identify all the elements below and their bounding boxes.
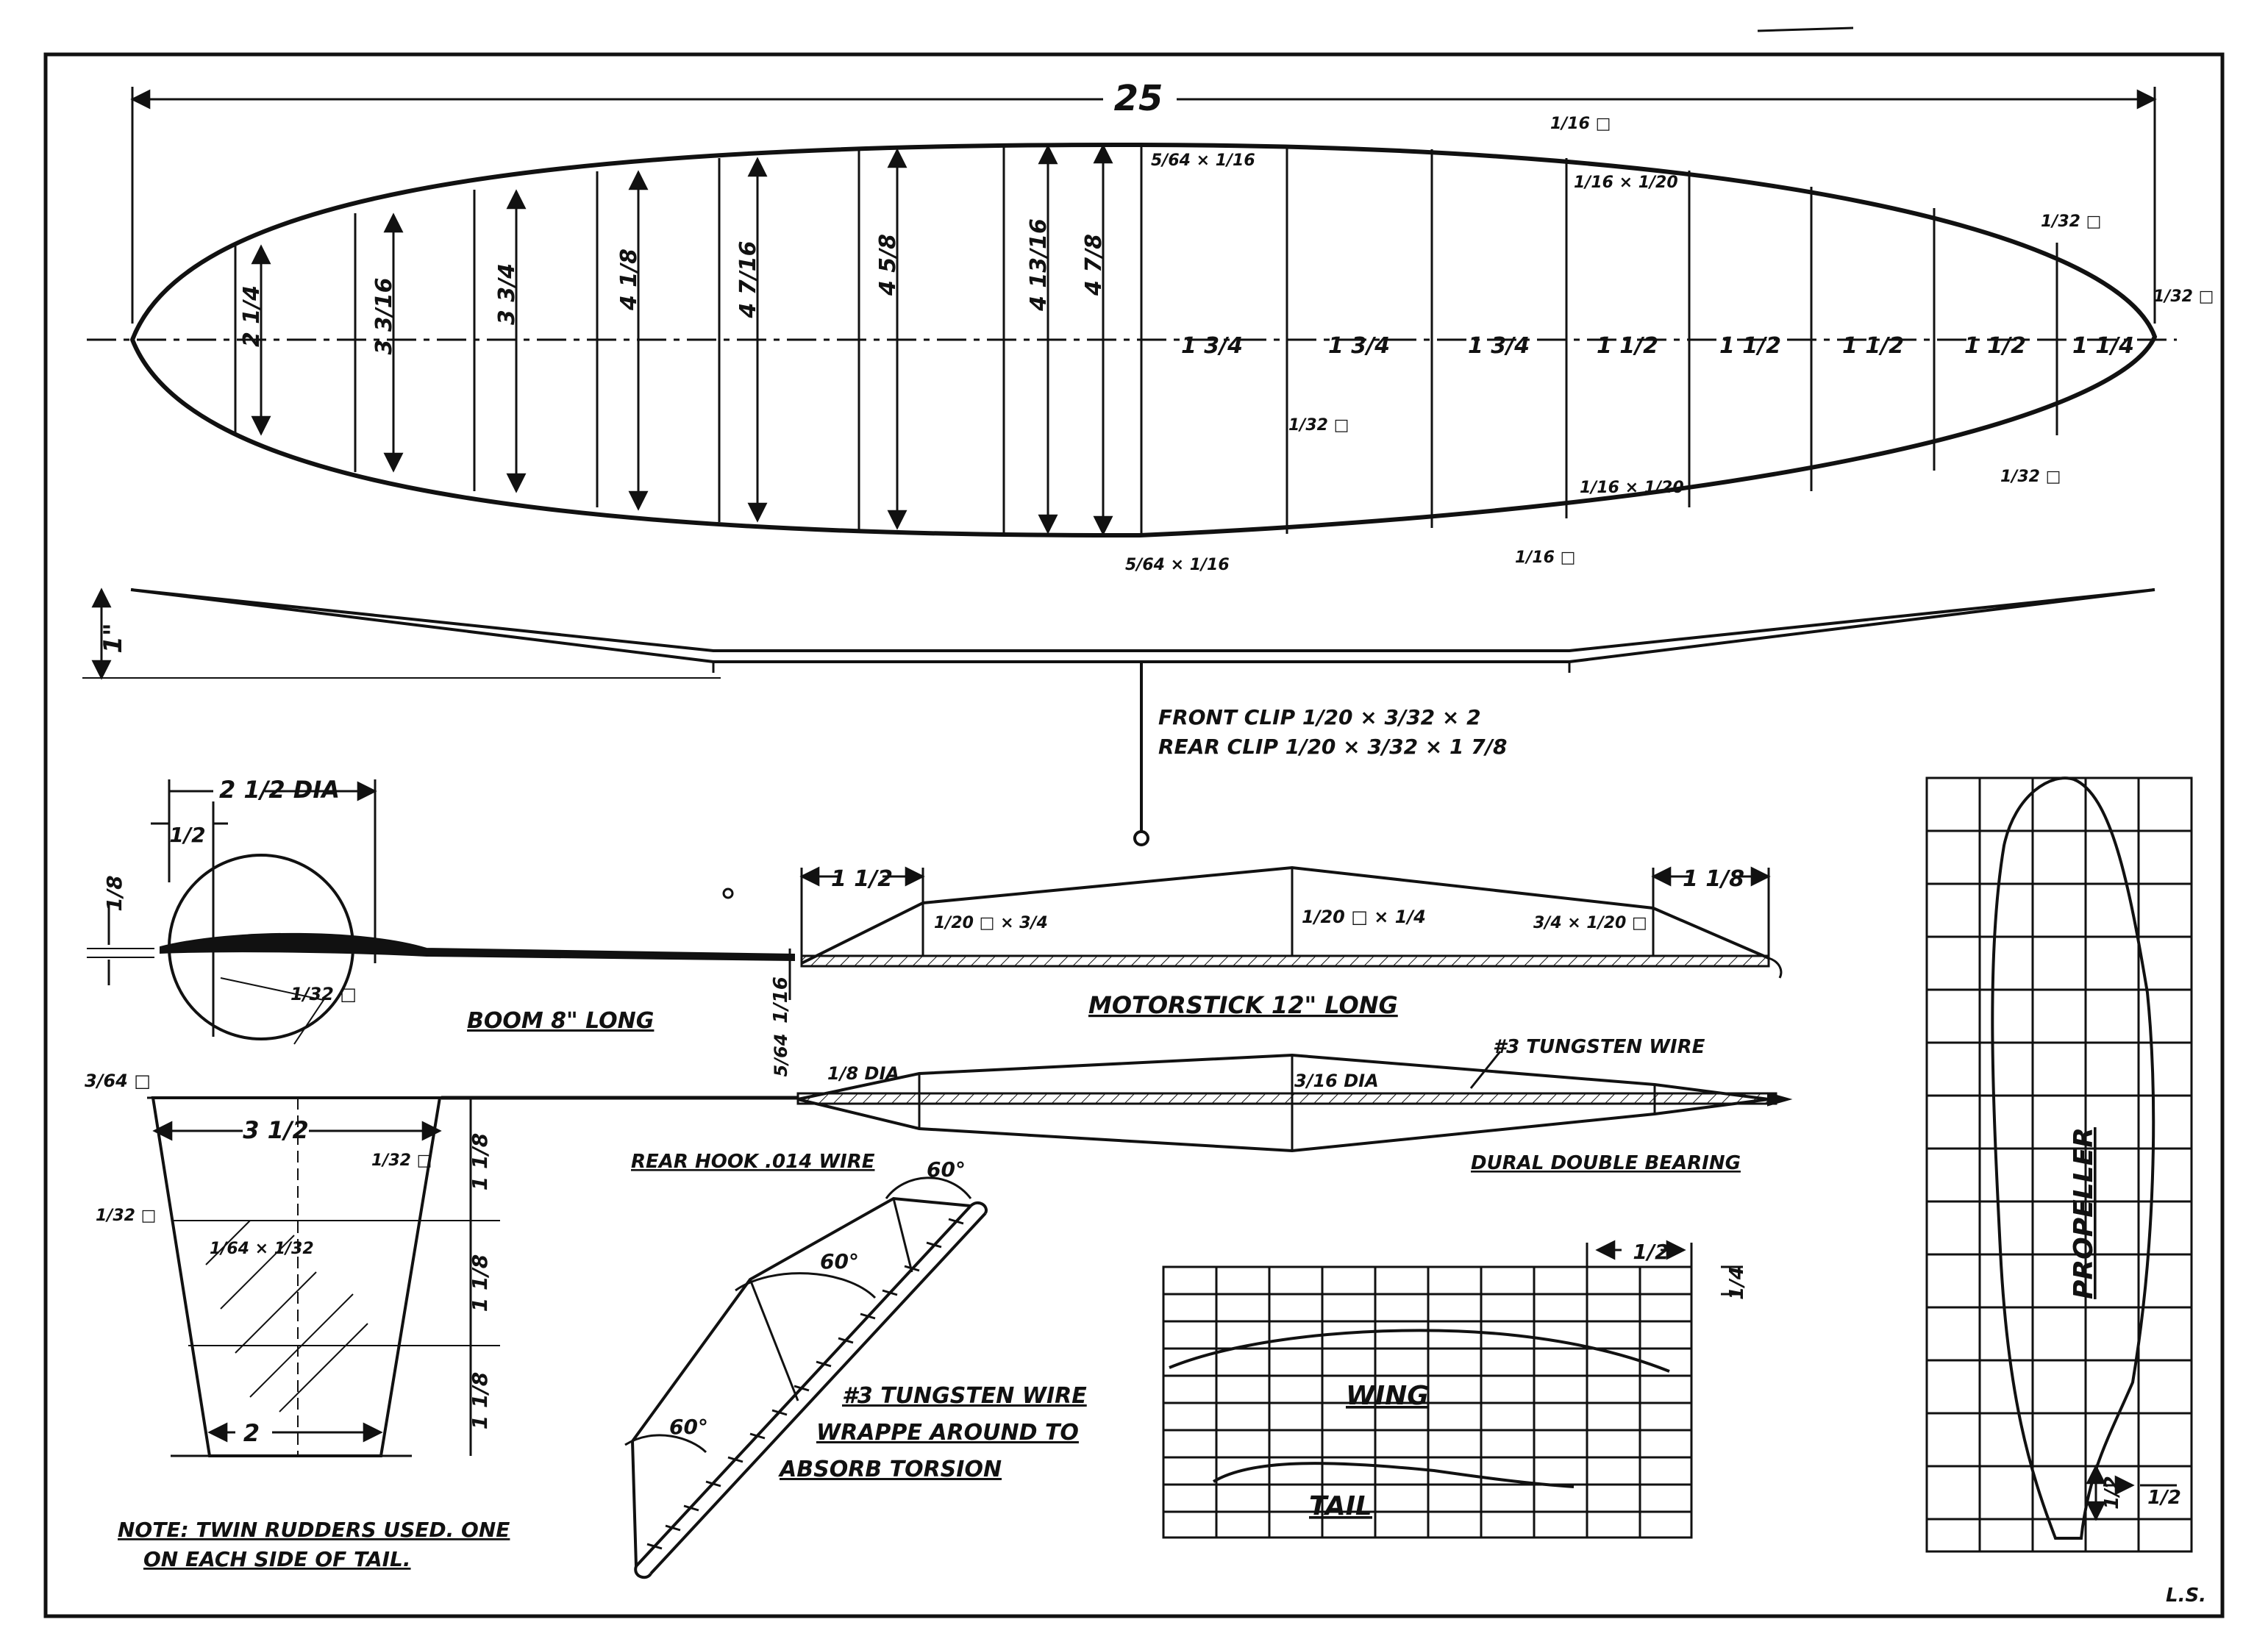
spacing-label: 1 3/4	[1181, 333, 1243, 359]
spar-note: 5/64 × 1/16	[1151, 151, 1255, 170]
tail-airfoil	[1212, 1462, 1575, 1488]
motorstick-diameter-label: 3/16 DIA	[1294, 1071, 1379, 1091]
rudder-edge-label: 1/32 □	[96, 1207, 156, 1225]
hook-wire-note: WRAPPE AROUND TO	[816, 1420, 1079, 1446]
motorstick-spar-note: 3/4 × 1/20 □	[1533, 914, 1647, 932]
rudder-note-line: ON EACH SIDE OF TAIL.	[143, 1547, 411, 1571]
spacing-label: 1 3/4	[1328, 333, 1390, 359]
spacing-label: 1 1/2	[1964, 333, 2026, 359]
spar-note: 1/32 □	[2041, 213, 2101, 231]
span-label: 25	[1114, 78, 1163, 119]
boom-spar-label: 1/32 □	[290, 984, 357, 1004]
rudder-rib-label: 1/64 × 1/32	[210, 1240, 314, 1258]
rudder-spar-label: 3/64 □	[85, 1071, 151, 1091]
angle-label: 60°	[820, 1249, 859, 1274]
stray-mark	[1757, 26, 1854, 32]
wing-airfoil	[1169, 1329, 1670, 1373]
grid-y-label: 1/4	[1726, 1266, 1748, 1300]
wing-plan-view: 25	[87, 78, 2214, 574]
signature: L.S.	[2166, 1585, 2206, 1607]
rear-hook-detail	[624, 1176, 988, 1579]
spar-note: 1/16 □	[1515, 549, 1575, 567]
spar-note: 5/64 × 1/16	[1125, 556, 1230, 574]
motorstick-side	[722, 865, 1783, 1000]
spar-note: 1/32 □	[1288, 416, 1349, 435]
propeller-blade	[1991, 776, 2155, 1540]
hook-wire-note: ABSORB TORSION	[778, 1457, 1002, 1482]
spar-note: 1/32 □	[2153, 288, 2214, 306]
tungsten-wire-label: #3 TUNGSTEN WIRE	[1493, 1036, 1705, 1058]
motorstick-depth-label: 5/64	[771, 1034, 791, 1077]
dihedral-view	[82, 588, 2155, 846]
rib-spacing-labels: 1 3/4 1 3/4 1 3/4 1 1/2 1 1/2 1 1/2 1 1/…	[1181, 333, 2134, 359]
rudder-detail	[147, 1096, 500, 1457]
motorstick-top	[441, 1051, 1793, 1153]
spar-note: 1/16 □	[1550, 115, 1611, 133]
rudder-note-line: NOTE: TWIN RUDDERS USED. ONE	[118, 1518, 510, 1542]
angle-label: 60°	[669, 1415, 708, 1439]
rudder-edge-label: 1/32 □	[371, 1151, 432, 1170]
rear-hook-label: REAR HOOK .014 WIRE	[631, 1151, 875, 1173]
grid-x-label: 1/2	[1633, 1240, 1669, 1264]
rudder-height-label: 1 1/8	[468, 1372, 492, 1429]
spacing-label: 1 1/4	[2072, 333, 2134, 359]
chord-label: 3 3/4	[494, 263, 520, 325]
spacing-label: 1 1/2	[1842, 333, 1904, 359]
dihedral-height-label: 1"	[99, 623, 128, 653]
hook-wire-note: #3 TUNGSTEN WIRE	[842, 1383, 1087, 1409]
chord-label: 4 1/8	[616, 249, 642, 311]
boom-length-label: BOOM 8" LONG	[467, 1008, 654, 1034]
rear-clip-label: REAR CLIP 1/20 × 3/32 × 1 7/8	[1158, 735, 1507, 759]
propeller-grid-label: 1/2	[2147, 1487, 2181, 1509]
chord-labels: 2 1/4 3 3/16 3 3/4 4 1/8 4 7/16 4 5/8 4 …	[239, 218, 1107, 354]
spar-note: 1/16 × 1/20	[1574, 174, 1678, 192]
motorstick-length-label: MOTORSTICK 12" LONG	[1088, 991, 1398, 1019]
motorstick-spar-note: 1/20 □ × 1/4	[1302, 907, 1426, 927]
boom-detail	[87, 779, 795, 1045]
spacing-label: 1 1/2	[1719, 333, 1781, 359]
propeller-label: PROPELLER	[2069, 1127, 2099, 1299]
motorstick-left-dim: 1 1/2	[831, 866, 893, 892]
chord-label: 4 13/16	[1026, 218, 1052, 312]
boom-diameter-label: 2 1/2 DIA	[219, 776, 340, 804]
boom-height-label: 1/8	[102, 875, 126, 911]
motorstick-right-dim: 1 1/8	[1683, 866, 1744, 892]
spacing-label: 1 1/2	[1597, 333, 1658, 359]
rudder-height-label: 1 1/8	[468, 1133, 492, 1190]
spar-notes: 1/16 □ 5/64 × 1/16 1/16 × 1/20 1/32 □ 1/…	[1125, 115, 2214, 574]
wing-outline	[129, 142, 2158, 538]
spar-note: 1/16 × 1/20	[1580, 479, 1684, 497]
chord-label: 4 7/16	[735, 241, 761, 319]
propeller-grid	[1925, 776, 2193, 1553]
spar-note: 1/32 □	[2000, 468, 2061, 486]
drawing-border	[43, 52, 2225, 1618]
tail-airfoil-label: TAIL	[1309, 1491, 1372, 1521]
chord-label: 2 1/4	[239, 285, 265, 347]
motorstick-depth-label: 1/16	[770, 976, 792, 1024]
motorstick-spar-note: 1/20 □ × 3/4	[934, 914, 1048, 932]
boom-offset-label: 1/2	[169, 823, 205, 847]
bearing-label: DURAL DOUBLE BEARING	[1471, 1152, 1741, 1174]
wing-ribs	[234, 145, 2058, 535]
front-clip-label: FRONT CLIP 1/20 × 3/32 × 2	[1158, 705, 1481, 729]
chord-label: 3 3/16	[371, 278, 397, 355]
rudder-bottom-width-label: 2	[243, 1419, 260, 1447]
wing-airfoil-label: WING	[1346, 1381, 1429, 1411]
rudder-height-label: 1 1/8	[468, 1254, 492, 1312]
airfoil-grid	[1162, 1240, 1743, 1539]
angle-label: 60°	[927, 1157, 966, 1182]
chord-label: 4 7/8	[1081, 234, 1107, 296]
rudder-top-width-label: 3 1/2	[243, 1116, 309, 1144]
motorstick-diameter-label: 1/8 DIA	[827, 1063, 899, 1084]
spacing-label: 1 3/4	[1468, 333, 1530, 359]
chord-label: 4 5/8	[875, 234, 901, 296]
propeller-grid-label: 1/2	[2101, 1476, 2123, 1510]
